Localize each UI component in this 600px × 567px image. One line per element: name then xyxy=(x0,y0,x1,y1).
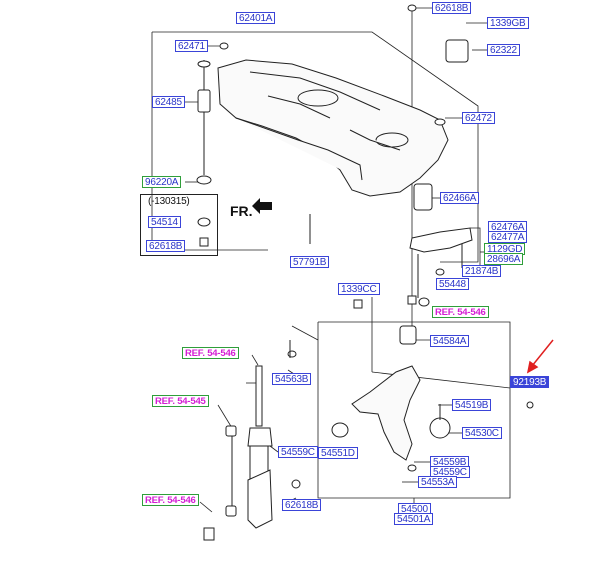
arm-front-bushing xyxy=(331,422,349,438)
fasteners xyxy=(196,4,534,541)
part-label-62472[interactable]: 62472 xyxy=(462,112,495,124)
part-label-62471[interactable]: 62471 xyxy=(175,40,208,52)
bushing-54584A xyxy=(399,325,417,345)
part-label-57791B[interactable]: 57791B xyxy=(290,256,330,268)
part-label-54563B[interactable]: 54563B xyxy=(272,373,312,385)
variant-box xyxy=(140,194,218,256)
part-label-21874B[interactable]: 21874B xyxy=(462,265,502,277)
part-label-54559C-left[interactable]: 54559C xyxy=(278,446,318,458)
lower-control-arm xyxy=(351,365,421,461)
part-label-54584A[interactable]: 54584A xyxy=(430,335,470,347)
part-label-62618B-top[interactable]: 62618B xyxy=(432,2,472,14)
part-label-55448[interactable]: 55448 xyxy=(436,278,469,290)
part-label-62466A[interactable]: 62466A xyxy=(440,192,480,204)
part-label-62477A[interactable]: 62477A xyxy=(488,231,528,243)
subframe-crossmember xyxy=(217,59,449,197)
part-label-54519B[interactable]: 54519B xyxy=(452,399,492,411)
part-label-54553A[interactable]: 54553A xyxy=(418,476,458,488)
strut-assembly xyxy=(225,340,291,529)
front-direction-arrow xyxy=(252,198,272,214)
bushing-62485 xyxy=(197,89,211,113)
part-label-62401A[interactable]: 62401A xyxy=(236,12,276,24)
rear-mount-bracket xyxy=(409,227,473,253)
ref-link-54-546-a[interactable]: REF. 54-546 xyxy=(432,306,489,318)
part-label-62618B-bottom[interactable]: 62618B xyxy=(282,499,322,511)
bushing-62466A xyxy=(413,183,433,211)
part-label-92193B-highlighted[interactable]: 92193B xyxy=(510,376,550,388)
part-label-54551D[interactable]: 54551D xyxy=(318,447,358,459)
part-label-54514[interactable]: 54514 xyxy=(148,216,181,228)
red-pointer-arrow xyxy=(526,339,554,374)
mount-62322 xyxy=(445,39,469,63)
part-label-54530C[interactable]: 54530C xyxy=(462,427,502,439)
part-label-28696A[interactable]: 28696A xyxy=(484,253,524,265)
lower-arm-group-outline xyxy=(317,321,511,499)
variant-date-label: (-130315) xyxy=(148,196,190,207)
part-label-1339CC[interactable]: 1339CC xyxy=(338,283,380,295)
part-label-96220A[interactable]: 96220A xyxy=(142,176,182,188)
subframe-bushings xyxy=(197,39,469,345)
part-label-62322[interactable]: 62322 xyxy=(487,44,520,56)
part-label-62485[interactable]: 62485 xyxy=(152,96,185,108)
subframe-group-outline xyxy=(152,31,479,263)
ball-joint xyxy=(429,417,451,439)
ref-link-54-546-c[interactable]: REF. 54-546 xyxy=(142,494,199,506)
ref-link-54-546-b[interactable]: REF. 54-546 xyxy=(182,347,239,359)
part-label-62618B-box[interactable]: 62618B xyxy=(146,240,186,252)
front-direction-label: FR. xyxy=(230,203,253,219)
part-label-1339GB[interactable]: 1339GB xyxy=(487,17,529,29)
part-label-54501A[interactable]: 54501A xyxy=(394,513,434,525)
ref-link-54-545[interactable]: REF. 54-545 xyxy=(152,395,209,407)
